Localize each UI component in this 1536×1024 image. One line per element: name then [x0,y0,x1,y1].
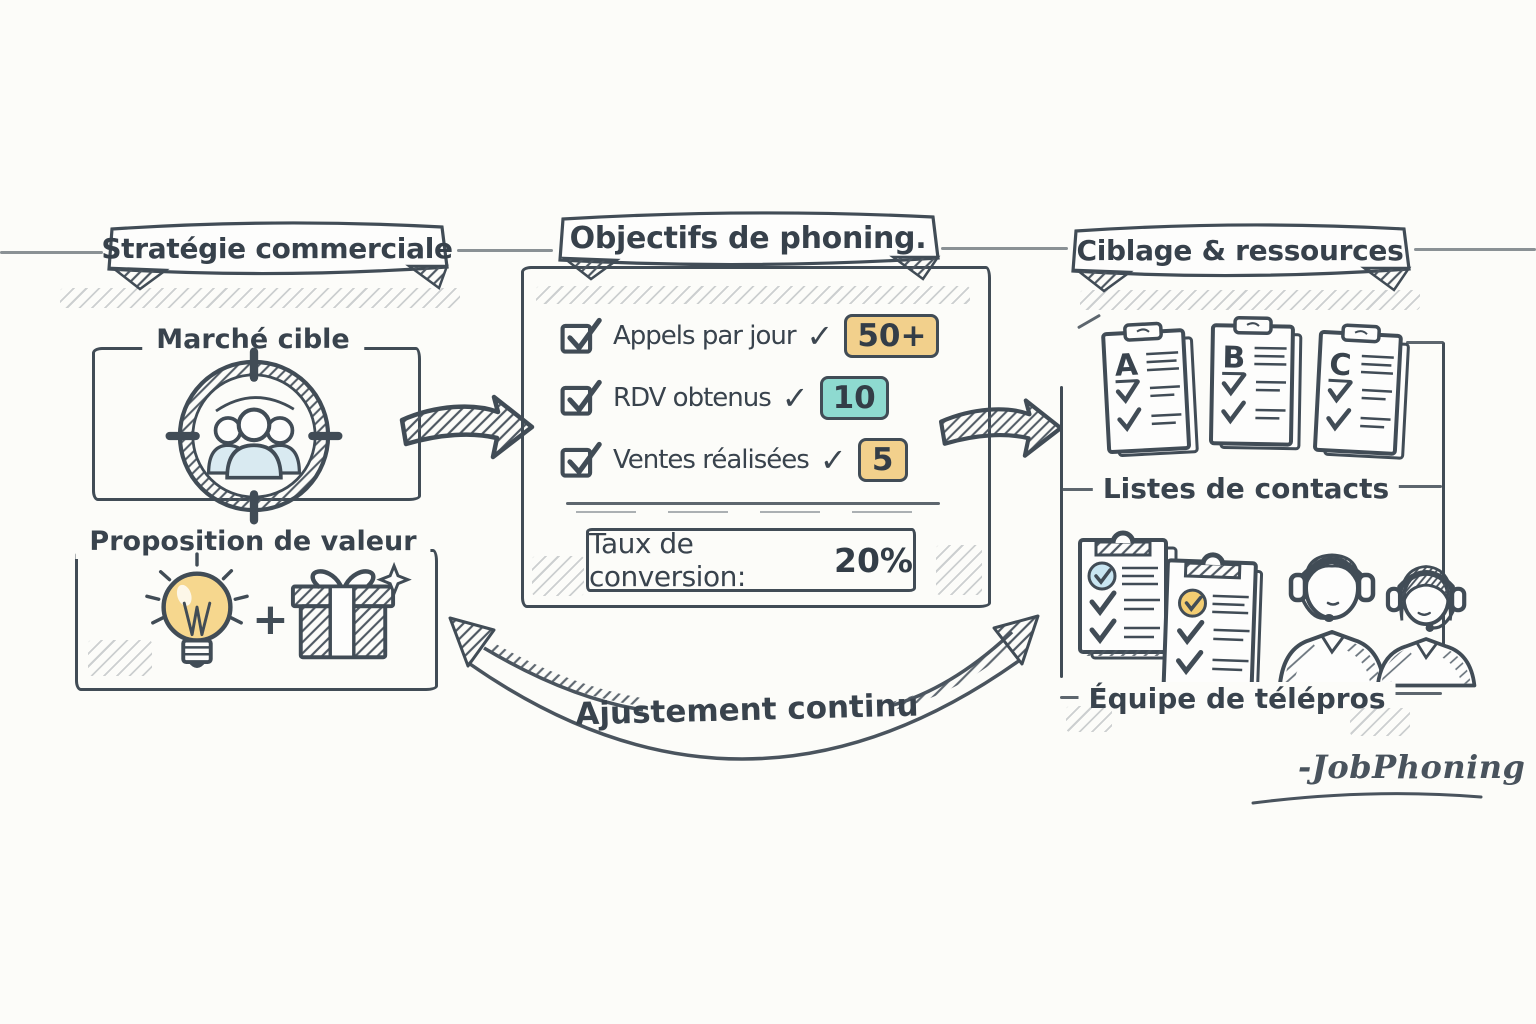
telepro-agents-icon [1278,553,1477,688]
headset-band [1300,558,1364,579]
banner-shading [536,286,970,304]
objective-row: Appels par jour ✓ 50+ [558,310,940,362]
agent-female [1375,565,1477,688]
panel-border [1442,342,1445,672]
flow-arrow-icon [399,394,535,460]
objective-value-badge: 5 [857,438,908,482]
connector-line [941,247,1068,250]
banner-objectifs: Objectifs de phoning. [551,206,945,304]
checked-lists-icon [1078,530,1264,693]
headset-band [1397,570,1455,590]
target-audience-icon [165,347,343,525]
check-mark: ✓ [806,317,834,355]
bulb-rays [145,552,249,625]
conversion-label: Taux de conversion: [589,527,746,593]
check-mark: ✓ [781,379,809,417]
headset-earcup [1356,572,1376,603]
caption-dash [1374,485,1442,488]
connector-line [0,251,103,254]
crosshair-ticks [165,347,343,525]
check-mark: ✓ [819,441,847,479]
panel-border [1406,341,1444,344]
banner-ciblage-title: Ciblage & ressources [1076,233,1404,267]
conversion-rate-box: Taux de conversion: 20% [586,527,916,593]
corner-shading [532,556,584,596]
checkbox-icon [560,317,602,354]
corner-shading [936,545,982,595]
banner-shading [1080,290,1420,310]
signature-underline [1251,792,1483,805]
lightbulb-icon [145,552,249,668]
banner-strategie-title: Stratégie commerciale [101,231,453,265]
panel-divider [566,502,940,505]
clipboard-a: A [1101,321,1199,457]
caption-dash [1352,692,1442,695]
panel-border [1060,386,1063,678]
banner-shading [60,288,460,308]
audience-people [206,407,302,480]
svg-text:A: A [1114,348,1140,384]
brand-signature: -JobPhoning [1298,748,1526,786]
objective-label: Ventes réalisées [613,445,810,475]
objective-label: RDV obtenus [613,383,772,413]
agent-male [1278,553,1386,686]
objective-row: RDV obtenus ✓ 10 [558,372,889,424]
corner-shading [88,640,152,676]
contact-lists-label: Listes de contacts [1092,472,1400,505]
ribbon-banner-shape [107,221,449,291]
svg-text:C: C [1328,347,1352,383]
headset-earcup [1450,586,1467,613]
caption-dash [1062,488,1120,491]
plus-sign: + [252,594,289,645]
clipboard-b: B [1208,315,1303,451]
value-box-label: Proposition de valeur [75,525,431,559]
feedback-loop-arrow-icon [448,614,1040,761]
checked-clipboard-yellow [1161,552,1264,693]
connector-line [457,249,553,252]
corner-shading [1066,706,1112,732]
conversion-value: 20% [834,540,913,580]
flow-arrow-icon [938,398,1063,458]
connector-line [1414,248,1536,251]
checked-clipboard-blue [1078,530,1178,660]
objective-value-badge: 10 [819,376,889,420]
checkbox-icon [560,441,602,478]
banner-ciblage: Ciblage & ressources [1064,218,1416,314]
headset-earcup [1288,572,1308,603]
objective-row: Ventes réalisées ✓ 5 [558,434,908,486]
contact-lists-clipboards-icon: A B C [1101,315,1410,460]
corner-shading [1350,708,1410,736]
checkbox-icon [560,379,602,416]
clipboard-c: C [1313,323,1410,460]
sparkle-icon [376,561,412,598]
mic-boom [1300,597,1327,620]
telepro-team-label: Équipe de télépros [1078,682,1396,715]
objective-label: Appels par jour [613,321,797,351]
banner-strategie: Stratégie commerciale [100,216,454,312]
objective-value-badge: 50+ [844,314,940,358]
ribbon-banner-shape [558,211,941,281]
svg-text:B: B [1222,340,1245,375]
ribbon-banner-shape [1071,223,1412,293]
banner-objectifs-title: Objectifs de phoning. [569,220,927,256]
gift-icon [290,561,412,660]
headset-earcup [1385,586,1403,613]
panel-divider-secondary [576,511,928,513]
